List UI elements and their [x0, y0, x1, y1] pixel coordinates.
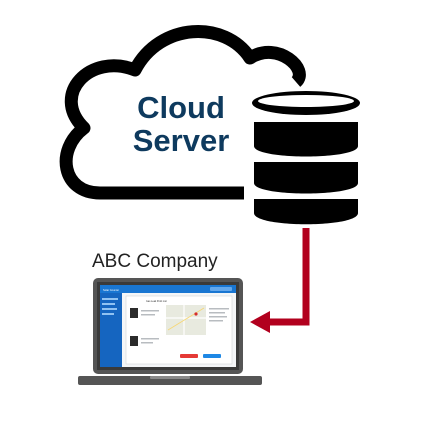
save-button[interactable]	[203, 354, 221, 358]
arrow-head	[250, 311, 270, 333]
meter-image-2[interactable]	[130, 336, 138, 346]
sidebar-item-1[interactable]	[102, 298, 118, 300]
sidebar-item-4[interactable]	[102, 313, 114, 315]
cloud-title-line-2: Server	[132, 123, 230, 158]
laptop-hinge	[150, 376, 190, 379]
sidebar-item-3[interactable]	[102, 308, 117, 310]
app-name: Solar Counter	[103, 288, 119, 292]
delete-button[interactable]	[180, 354, 198, 358]
connector-line	[268, 228, 310, 326]
page-title: Gas Leak Point List	[146, 300, 167, 303]
database-top-highlight	[258, 95, 354, 107]
app-sidebar	[100, 293, 122, 367]
arrow-left-icon	[250, 228, 310, 333]
cloud-title-line-1: Cloud	[137, 90, 225, 125]
company-label: ABC Company	[92, 251, 218, 272]
map-panel[interactable]	[166, 305, 206, 335]
database-segment-1	[254, 122, 358, 157]
meter-image-1[interactable]	[130, 308, 138, 318]
laptop-icon: Solar Counter Gas Leak Point List	[78, 278, 262, 385]
laptop-screen: Solar Counter Gas Leak Point List	[100, 285, 236, 367]
database-segment-2	[254, 162, 358, 194]
app-header	[100, 285, 236, 293]
database-segment-3	[254, 199, 358, 225]
database-icon	[252, 91, 360, 225]
sidebar-item-2[interactable]	[102, 303, 115, 305]
laptop-base	[78, 376, 262, 385]
cloud-icon	[59, 25, 306, 200]
header-user-chip[interactable]	[210, 287, 232, 291]
map-pin-icon[interactable]	[194, 312, 198, 316]
